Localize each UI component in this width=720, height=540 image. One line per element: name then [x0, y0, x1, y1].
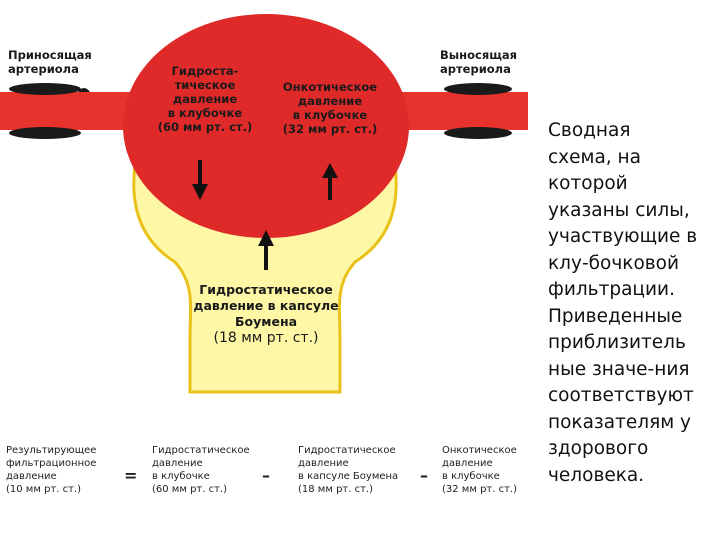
equals-sign: = [124, 466, 138, 485]
arrow-down-head [192, 184, 208, 200]
efferent-lumen-top-shape [444, 83, 512, 95]
diagram-graphics [0, 14, 528, 394]
afferent-label: Приносящая артериола [8, 48, 92, 76]
glomerulus [123, 14, 409, 238]
afferent-lumen-top [12, 88, 90, 92]
efferent-lumen-bottom-shape [444, 127, 512, 139]
arrow-up2-head [258, 230, 274, 246]
minus-sign-1: – [262, 466, 270, 485]
result-pressure-label: Результирующее фильтрационное давление (… [6, 445, 97, 495]
arrow-up-head [322, 163, 338, 178]
term-hydro-glom: Гидростатическое давление в клубочке (60… [152, 445, 250, 495]
afferent-lumen-top-shape [9, 83, 81, 95]
hydro-glom-label: Гидроста- тическое давление в клубочке (… [157, 64, 253, 134]
onco-glom-label: Онкотическое давление в клубочке (32 мм … [282, 80, 378, 136]
afferent-lumen-bottom-shape [9, 127, 81, 139]
term-onco-glom: Онкотическое давление в клубочке (32 мм … [442, 445, 518, 495]
efferent-label: Выносящая артериола [440, 48, 518, 76]
filtration-diagram: Приносящая артериола Выносящая артериола… [0, 14, 528, 495]
caption-text: Сводная схема, на которой указаны силы, … [548, 120, 698, 486]
minus-sign-2: – [420, 466, 428, 485]
hydro-capsule-label: Гидростатическое давление в капсуле Боум… [193, 282, 339, 346]
term-hydro-capsule: Гидростатическое давление в капсуле Боум… [298, 445, 399, 495]
